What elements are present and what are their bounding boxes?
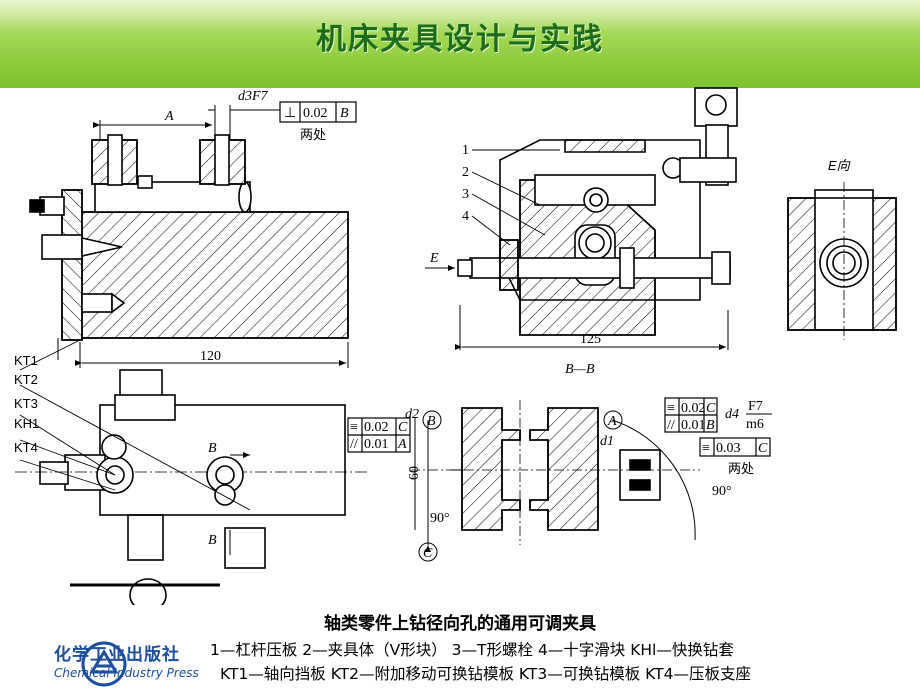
- section-mark-B1: B: [208, 441, 217, 456]
- d2-label: d2: [405, 407, 419, 422]
- fit-m6: m6: [746, 417, 764, 432]
- shaft-section: [79, 211, 349, 339]
- top-right-view: [787, 182, 897, 340]
- fit-d4: d4: [725, 407, 739, 422]
- tol-perp-symbol: ⊥: [284, 106, 296, 121]
- label-KT4: KT4: [14, 440, 38, 455]
- tol3-value: 0.02: [681, 401, 706, 416]
- tol2-symbol: //: [350, 437, 358, 452]
- dim-120: 120: [200, 349, 221, 364]
- angle-90-left: 90°: [430, 511, 450, 526]
- d1-label: d1: [600, 434, 614, 449]
- datum-B-label: B: [427, 414, 436, 429]
- fit-d3F7: d3F7: [238, 89, 269, 104]
- top-middle-view: [425, 87, 738, 350]
- tol5-note: 两处: [728, 461, 754, 476]
- publisher-name: 化学工业出版社 Chemical Industry Press: [54, 640, 199, 680]
- tol-perp-datum: B: [340, 106, 349, 121]
- tol4-datum: B: [706, 418, 715, 433]
- tol1-symbol: ≡: [350, 420, 358, 435]
- label-KT3: KT3: [14, 396, 38, 411]
- tol1-datum: C: [398, 420, 408, 435]
- angle-90-right: 90°: [712, 484, 732, 499]
- datum-C-label: C: [423, 546, 433, 561]
- fit-F7: F7: [748, 399, 763, 414]
- tol5-datum: C: [758, 441, 768, 456]
- title-bar-shine: [0, 0, 920, 30]
- dim-60: 60: [407, 466, 422, 480]
- part-label-3: 3: [462, 187, 469, 202]
- section-BB: B—B: [565, 362, 595, 377]
- label-KT2: KT2: [14, 372, 38, 387]
- title-bar: [0, 0, 920, 88]
- top-left-view: [29, 101, 357, 368]
- tol2-datum: A: [397, 437, 407, 452]
- tol4-symbol: //: [667, 418, 675, 433]
- legend-line-1: 1—杠杆压板 2—夹具体（V形块） 3—T形螺栓 4—十字滑块 KHl—快换钻套: [210, 641, 734, 659]
- label-KT1: KT1: [14, 353, 38, 368]
- tol2-value: 0.01: [364, 437, 389, 452]
- tol3-symbol: ≡: [667, 401, 675, 416]
- publisher-name-en: Chemical Industry Press: [54, 666, 199, 680]
- arrow-E-label: E: [429, 251, 439, 266]
- tol3-datum: C: [706, 401, 716, 416]
- slide-title: 机床夹具设计与实践: [316, 22, 604, 57]
- tol1-value: 0.02: [364, 420, 389, 435]
- tol5-symbol: ≡: [702, 441, 710, 456]
- dim-125: 125: [580, 332, 601, 347]
- bottom-right-view: [410, 397, 771, 562]
- part-label-2: 2: [462, 165, 469, 180]
- fixture-drawing: A d3F7 ⊥ 0.02 B 两处 120 1 2: [14, 87, 897, 605]
- figure-title: 轴类零件上钻径向孔的通用可调夹具: [324, 614, 596, 634]
- tol4-value: 0.01: [681, 418, 706, 433]
- label-KH1: KH1: [14, 416, 39, 431]
- legend-line-2: KT1—轴向挡板 KT2—附加移动可换钻模板 KT3—可换钻模板 KT4—压板支…: [220, 665, 751, 683]
- view-E-label: E向: [828, 158, 851, 173]
- publisher-name-cn: 化学工业出版社: [54, 645, 180, 665]
- bottom-left-view: [15, 339, 411, 605]
- tol-perp-value: 0.02: [303, 106, 328, 121]
- publisher-logo: [81, 641, 127, 687]
- part-label-4: 4: [462, 209, 469, 224]
- tol5-value: 0.03: [716, 441, 741, 456]
- datum-A-label: A: [607, 414, 617, 429]
- section-mark-B2: B: [208, 533, 217, 548]
- part-label-1: 1: [462, 143, 469, 158]
- tol-note: 两处: [300, 127, 326, 142]
- dim-A: A: [164, 109, 174, 124]
